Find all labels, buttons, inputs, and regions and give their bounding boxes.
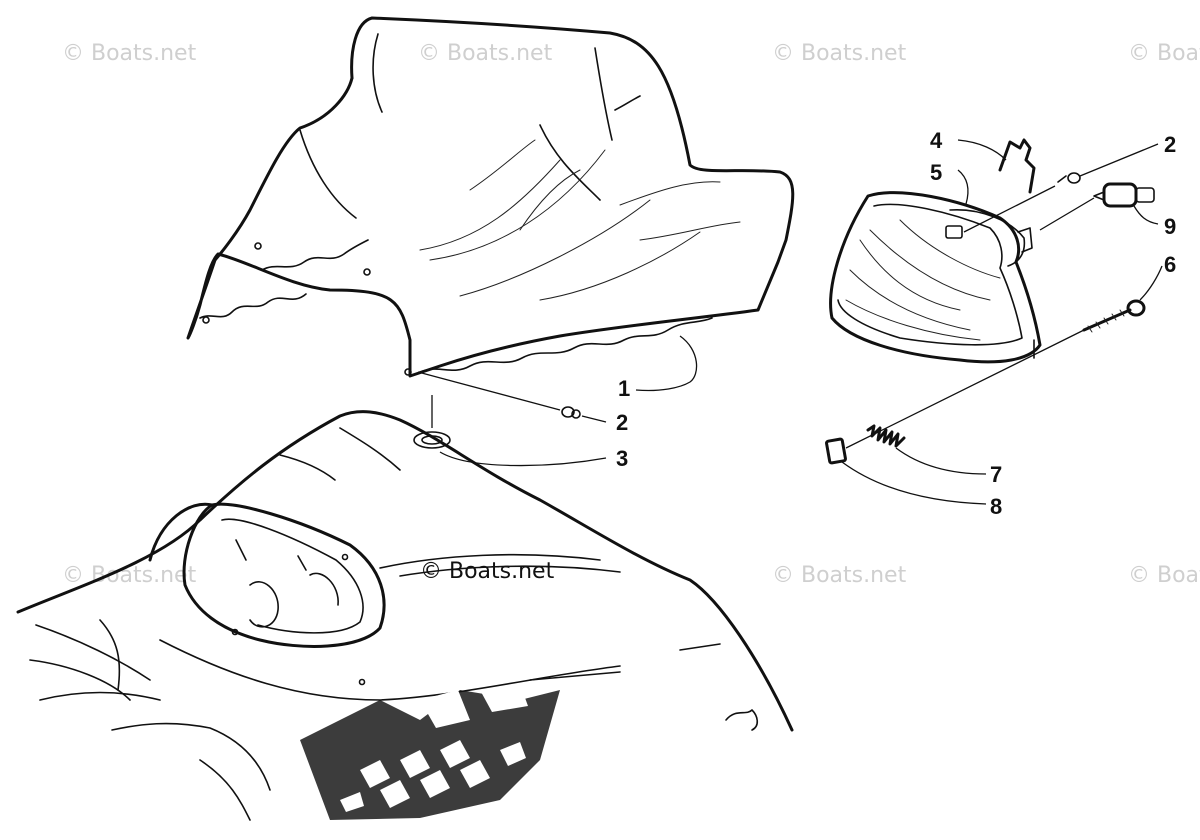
callout-3: 3: [616, 446, 628, 471]
watermark-center: © Boats.net: [420, 559, 555, 584]
callout-9: 9: [1164, 214, 1176, 239]
spring-part-7: [866, 424, 987, 475]
watermark: © Boats.net: [418, 41, 553, 66]
callout-labels: 1 2 3 4 5 2 9 6 7 8: [616, 128, 1176, 519]
leader-1: [635, 335, 698, 392]
callout-7: 7: [990, 462, 1002, 487]
watermark: © Boats.net: [772, 41, 907, 66]
callout-6: 6: [1164, 252, 1176, 277]
watermark: © Boats.net: [62, 41, 197, 66]
hood-body: [16, 410, 794, 821]
headlight-housing-part-5: [829, 185, 1056, 364]
bulb-part-9: [1039, 182, 1159, 231]
screw-part-2-right: [1057, 143, 1159, 184]
adjusting-bolt-part-6: [845, 265, 1163, 449]
callout-8: 8: [990, 494, 1002, 519]
callout-2: 2: [616, 410, 628, 435]
grommet-part-3: [413, 395, 607, 467]
callout-2: 2: [1164, 132, 1176, 157]
screw-part-2-left: [417, 371, 607, 423]
watermark: © Boats.net: [1128, 563, 1200, 588]
callout-4: 4: [930, 128, 943, 153]
nut-part-8: [825, 437, 987, 505]
leader-5: [957, 169, 969, 205]
callout-5: 5: [930, 160, 942, 185]
windshield: [186, 16, 795, 378]
watermark: © Boats.net: [1128, 41, 1200, 66]
bracket-clip-part-4: [957, 138, 1036, 194]
callout-1: 1: [618, 376, 630, 401]
watermark: © Boats.net: [772, 563, 907, 588]
